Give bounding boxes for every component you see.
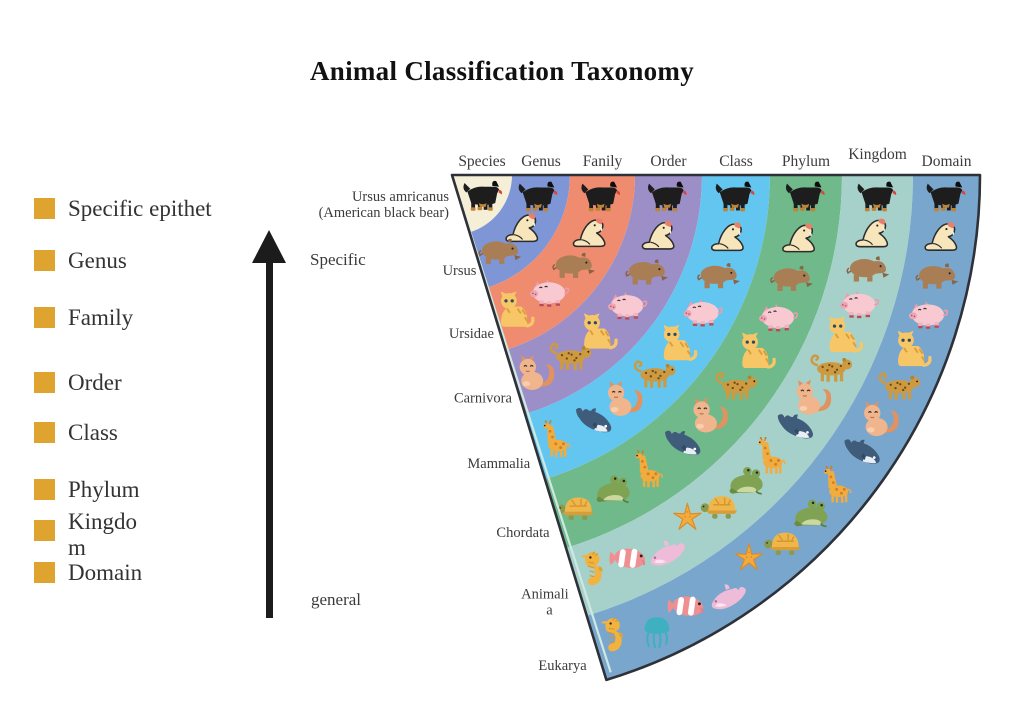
fan-row-label-mammalia: Mammalia [467, 456, 530, 472]
arrow-bottom-label: general [311, 590, 362, 609]
legend-swatch-icon [34, 307, 55, 328]
fan-row-label-ursus-amricanus: Ursus amricanus [352, 189, 449, 205]
fan-header-order: Order [650, 153, 687, 170]
legend-item-phylum: Phylum [34, 477, 274, 503]
legend-label: Specific epithet [68, 196, 212, 221]
fan-row-label-ursidae: Ursidae [449, 326, 494, 342]
arrow-up-icon [252, 230, 286, 263]
fan-header-species: Species [458, 153, 505, 170]
legend-swatch-icon [34, 372, 55, 393]
legend-swatch-icon [34, 479, 55, 500]
fan-header-kingdom: Kingdom [848, 146, 907, 163]
fan-header-genus: Genus [521, 153, 561, 170]
arrow-top-label: Specific [310, 250, 366, 269]
fan-row-label-chordata: Chordata [496, 525, 550, 541]
legend-swatch-icon [34, 250, 55, 271]
legend-label: Class [68, 420, 118, 445]
legend-item-order: Order [34, 370, 274, 396]
legend-swatch-icon [34, 198, 55, 219]
legend-swatch-icon [34, 562, 55, 583]
fan-header-class: Class [719, 153, 753, 170]
legend-label: Domain [68, 560, 143, 585]
legend-item-family: Family [34, 305, 274, 331]
fan-row-label-ursus: Ursus [443, 263, 477, 279]
legend-swatch-icon [34, 520, 55, 541]
legend-label: Genus [68, 248, 127, 273]
fan-left-edge-highlight [458, 199, 612, 673]
fan-row-label-ursus-amricanus: (American black bear) [319, 205, 450, 221]
legend-label: Kingdom [68, 509, 137, 560]
fan-band-kingdom [566, 175, 913, 616]
legend-item-domain: Domain [34, 560, 274, 586]
legend-swatch-icon [34, 422, 55, 443]
fan-band-phylum [544, 175, 842, 548]
fan-row-label-animali: Animali [521, 587, 569, 603]
fan-header-fanily: Fanily [583, 153, 623, 170]
fan-row-label-animali: a [546, 603, 553, 619]
legend-label: Phylum [68, 477, 140, 502]
legend-label: Order [68, 370, 122, 395]
page-title: Animal Classification Taxonomy [309, 56, 695, 86]
arrow-shaft [266, 261, 273, 618]
legend-item-genus: Genus [34, 248, 274, 274]
fan-row-label-eukarya: Eukarya [538, 658, 587, 674]
fan-band-class [525, 175, 770, 480]
fan-header-phylum: Phylum [782, 153, 830, 170]
fan-header-domain: Domain [922, 153, 972, 170]
fan-outline [450, 173, 982, 682]
legend-item-specific-epithet: Specific epithet [34, 196, 274, 222]
fan-band-domain [586, 175, 980, 680]
legend-item-kingdom: Kingdom [34, 509, 274, 561]
legend-label: Family [68, 305, 134, 330]
legend-item-class: Class [34, 420, 274, 446]
fan-row-label-carnivora: Carnivora [454, 390, 513, 406]
